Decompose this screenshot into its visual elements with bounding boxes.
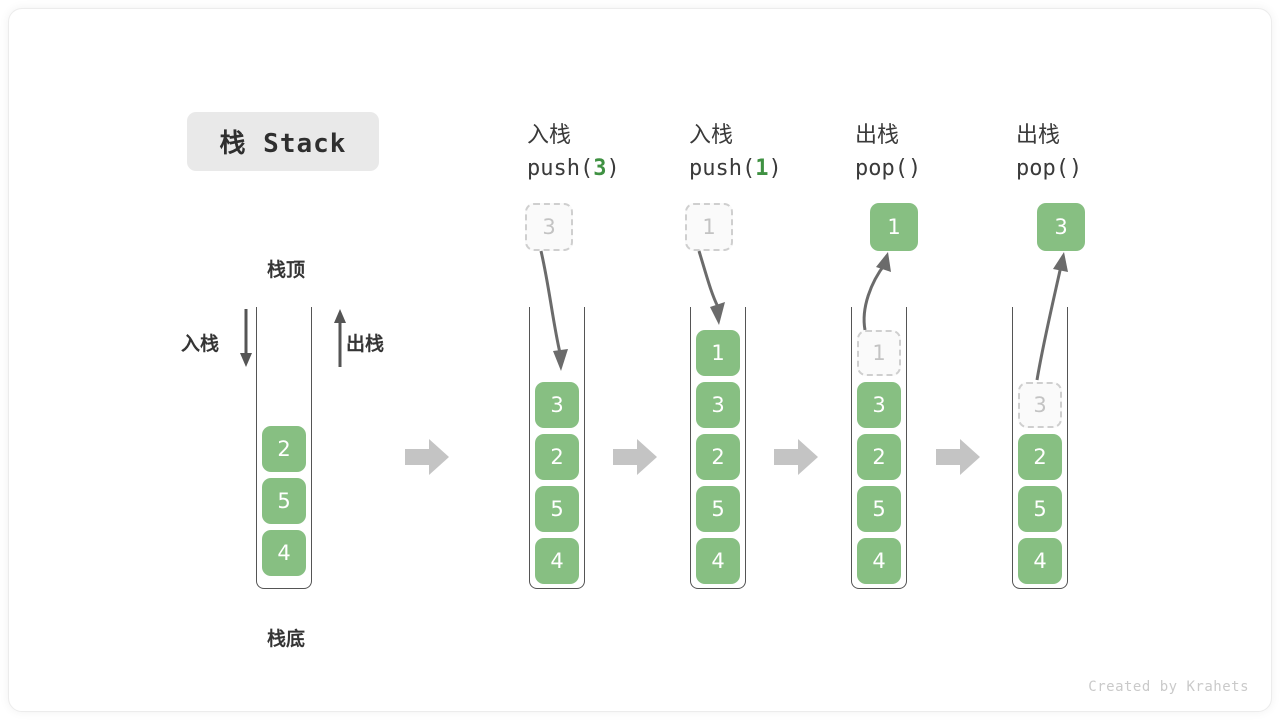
op-heading: 出栈 pop() [1016, 117, 1082, 181]
push-curve-arrow [697, 250, 725, 325]
push-down-arrow [240, 309, 252, 367]
transition-arrow [936, 439, 980, 475]
stack-cell: 5 [857, 486, 901, 532]
stack-cell: 2 [857, 434, 901, 480]
watermark: Created by Krahets [1088, 679, 1249, 695]
stack-cell: 5 [696, 486, 740, 532]
floating-element: 3 [525, 203, 573, 251]
stack-cell: 5 [262, 478, 306, 524]
op-label-cjk: 入栈 [689, 123, 734, 148]
stack-container-initial [256, 307, 312, 589]
stack-cell: 4 [262, 530, 306, 576]
stack-top-label: 栈顶 [267, 259, 306, 281]
stack-container-push1 [690, 307, 746, 589]
op-code: push(3) [527, 156, 620, 181]
op-code: push(1) [689, 156, 782, 181]
stack-cell: 3 [696, 382, 740, 428]
stack-cell: 2 [1018, 434, 1062, 480]
push-side-label: 入栈 [181, 333, 220, 355]
op-code: pop() [855, 156, 922, 181]
figure-title: 栈 Stack [187, 112, 379, 171]
op-heading: 入栈 push(1) [689, 117, 782, 181]
op-label-cjk: 入栈 [527, 123, 572, 148]
floating-element: 1 [685, 203, 733, 251]
stack-container-pop1 [851, 307, 907, 589]
stack-cell: 2 [535, 434, 579, 480]
op-code: pop() [1016, 156, 1083, 181]
op-heading: 入栈 push(3) [527, 117, 620, 181]
popped-element: 3 [1037, 203, 1085, 251]
pop-curve-arrow [1035, 252, 1068, 381]
stack-bottom-label: 栈底 [267, 628, 306, 650]
stack-cell: 3 [535, 382, 579, 428]
op-label-cjk: 出栈 [855, 123, 900, 148]
op-heading: 出栈 pop() [855, 117, 921, 181]
figure-card: 栈 Stack 栈顶 入栈 出栈 2 5 4 栈底 入栈 push(3) 3 [8, 8, 1272, 712]
stack-cell: 5 [1018, 486, 1062, 532]
push-curve-arrow [539, 250, 568, 371]
stack-cell: 4 [535, 538, 579, 584]
pop-up-arrow [334, 309, 346, 367]
stack-cell: 2 [262, 426, 306, 472]
transition-arrow [613, 439, 657, 475]
stack-cell: 3 [857, 382, 901, 428]
stack-container-push3 [529, 307, 585, 589]
transition-arrow [774, 439, 818, 475]
pop-side-label: 出栈 [346, 333, 385, 355]
stack-cell: 4 [857, 538, 901, 584]
transition-arrow [405, 439, 449, 475]
diagram-stage: 栈 Stack 栈顶 入栈 出栈 2 5 4 栈底 入栈 push(3) 3 [9, 9, 1271, 711]
stack-cell: 4 [1018, 538, 1062, 584]
pop-curve-arrow [862, 252, 891, 331]
stack-cell: 1 [696, 330, 740, 376]
stack-cell: 4 [696, 538, 740, 584]
stack-cell-removed: 1 [857, 330, 901, 376]
stack-container-pop3 [1012, 307, 1068, 589]
stack-cell-removed: 3 [1018, 382, 1062, 428]
stack-cell: 5 [535, 486, 579, 532]
stack-cell: 2 [696, 434, 740, 480]
op-label-cjk: 出栈 [1016, 123, 1061, 148]
popped-element: 1 [870, 203, 918, 251]
